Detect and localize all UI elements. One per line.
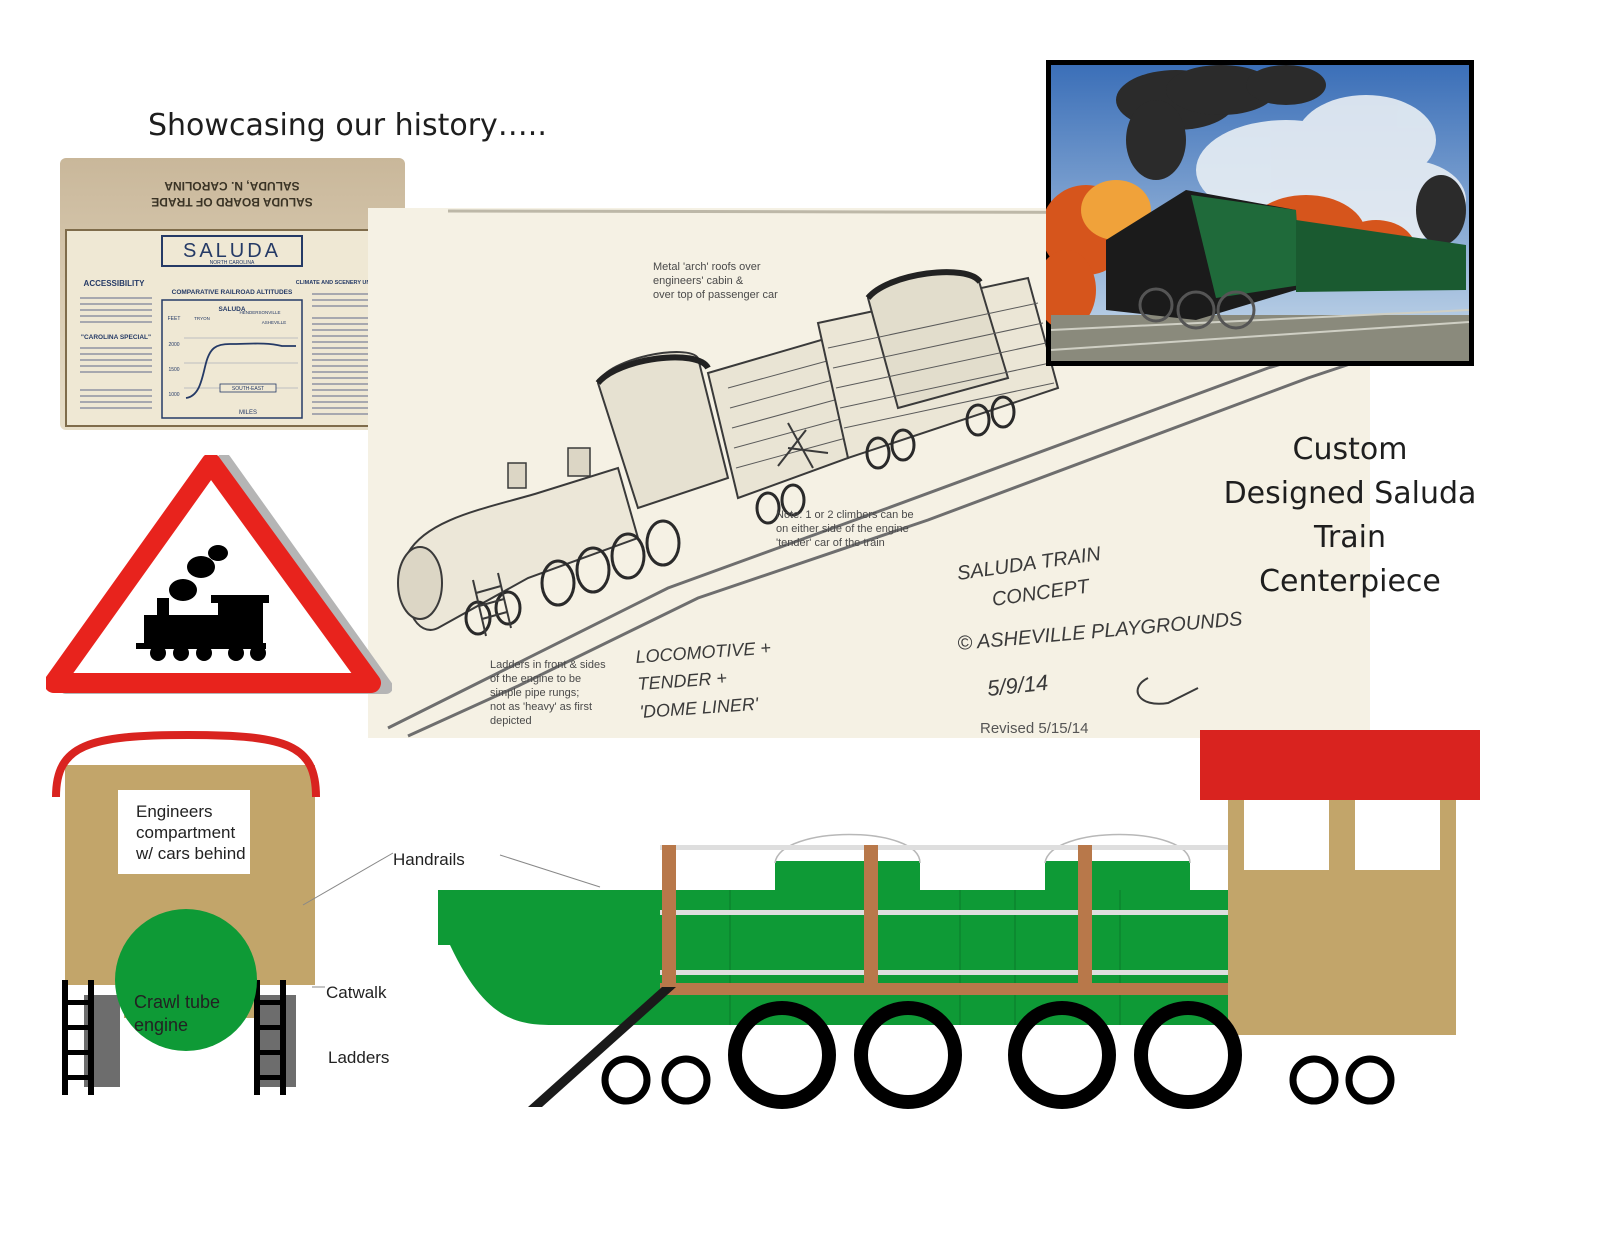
sketch-note-roofs-2: engineers' cabin & [653,275,744,287]
sketch-note-climbers-3: 'tender' car of the train [776,537,885,549]
driving-wheel [1134,1001,1242,1109]
tube-label-2: engine [134,1015,188,1035]
brochure-chart-town-3: ASHEVILLE [262,320,287,325]
brochure-chart-alt-1: 2000 [168,342,179,348]
cab-roof [1200,730,1480,800]
brochure-right-heading: CLIMATE AND SCENERY UNSURPASSED [296,280,404,286]
driving-wheel [728,1001,836,1109]
steam-locomotive-icon [136,545,269,661]
sketch-note-ladders-3: simple pipe rungs; [490,687,579,699]
brochure-chart-alt-3: 1000 [168,392,179,398]
railroad-crossing-sign [46,455,392,694]
brochure-chart-direction: SOUTH-EAST [232,386,264,392]
steam-locomotive-painting [1046,60,1474,366]
driving-wheel [854,1001,962,1109]
sketch-revised-date: Revised 5/15/14 [980,720,1088,737]
brochure-chart-heading: COMPARATIVE RAILROAD ALTITUDES [172,289,293,296]
sketch-note-roofs-3: over top of passenger car [653,289,778,301]
train-concept-sketch: Metal 'arch' roofs over engineers' cabin… [368,208,1370,738]
front-cab-roof [52,730,320,798]
brochure-chart-feet: FEET [168,316,181,322]
brochure-subtitle: NORTH CAROLINA [210,260,255,266]
sketch-note-ladders-5: depicted [490,715,532,727]
driving-wheel [1008,1001,1116,1109]
brochure-chart-miles: MILES [239,410,257,416]
handrails-callout: Handrails [393,850,465,869]
brochure-chart-town-2: HENDERSONVILLE [239,310,280,315]
cowcatcher [528,987,676,1107]
front-view-schematic: Engineers compartment w/ cars behind Cra… [52,730,394,1095]
caption-line-1: Custom [1292,432,1408,467]
sketch-note-ladders-2: of the engine to be [490,673,581,685]
brochure-chart-town-1: TRYON [194,316,210,321]
brochure-left-heading: ACCESSIBILITY [84,279,146,288]
brochure-chart-alt-2: 1500 [168,367,179,373]
compartment-label-1: Engineers [136,802,213,821]
callout-ladders: Ladders [328,1048,389,1067]
catwalk [660,983,1228,995]
caption-line-4: Centerpiece [1259,564,1441,599]
handrail-post [662,845,1092,995]
brochure-altitude-profile [185,342,296,399]
sketch-note-climbers-1: Note: 1 or 2 climbers can be [776,509,914,521]
brochure-left-special: "CAROLINA SPECIAL" [81,334,151,341]
leading-wheel [661,1055,711,1105]
page-heading: Showcasing our history….. [148,108,547,143]
compartment-label-3: w/ cars behind [135,844,246,863]
brochure-chart-place: SALUDA [218,306,245,313]
trailing-wheel [1289,1055,1339,1105]
side-view-schematic [438,730,1480,1109]
sketch-note-roofs-1: Metal 'arch' roofs over [653,261,761,273]
brochure-title: SALUDA [183,240,281,262]
callout-handrails: Handrails [393,850,465,869]
sketch-note-ladders-4: not as 'heavy' as first [490,701,592,713]
brochure-header-line-2: SALUDA, N. CAROLINA [164,179,300,193]
sketch-note-climbers-2: on either side of the engine [776,523,909,535]
tube-label-1: Crawl tube [134,992,220,1012]
crawl-tube [115,909,257,1051]
centerpiece-caption: Custom Designed Saluda Train Centerpiece [1180,428,1520,604]
caption-line-3: Train [1314,520,1386,555]
compartment-label-2: compartment [136,823,235,842]
caption-line-2: Designed Saluda [1223,476,1477,511]
saluda-brochure-image: SALUDA BOARD OF TRADE SALUDA, N. CAROLIN… [60,158,405,430]
callout-catwalk: Catwalk [326,983,387,1002]
sketch-note-ladders-1: Ladders in front & sides [490,659,606,671]
brochure-header-line-1: SALUDA BOARD OF TRADE [151,195,313,209]
leading-wheel [601,1055,651,1105]
trailing-wheel [1345,1055,1395,1105]
